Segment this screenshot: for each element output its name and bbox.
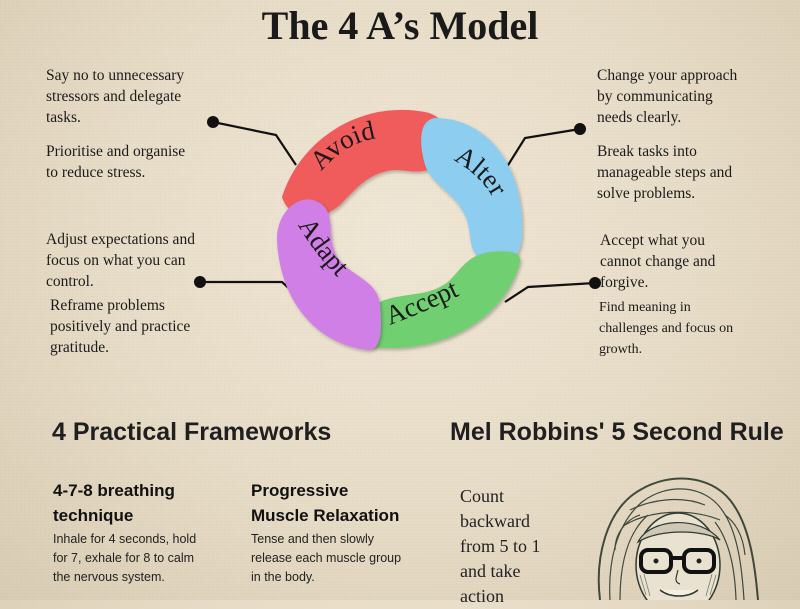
adapt-description-1: Adjust expectations and focus on what yo… [46,229,246,292]
alter-segment [421,118,523,268]
adapt-description-2: Reframe problems positively and practice… [50,295,250,358]
accept-dot [589,277,601,289]
text-line: release each muscle group [251,551,402,565]
text-line: control. [46,273,94,290]
text-line: stressors and delegate [46,88,182,105]
accept-connector [504,281,596,303]
text-line: forgive. [600,274,649,291]
text-line: cannot change and [600,253,716,270]
text-line: the nervous system. [53,570,165,584]
text-line: Inhale for 4 seconds, hold [53,532,197,546]
avoid-segment [282,109,446,217]
avoid-description-2: Prioritise and organise to reduce stress… [46,141,246,183]
text-line: gratitude. [50,339,109,356]
accept-description-1: Accept what you cannot change and forgiv… [600,230,795,293]
text-line: positively and practice [50,318,191,335]
framework-desc-pmr: Tense and then slowly release each muscl… [251,530,431,587]
avoid-connector [212,120,297,166]
text-line: Adjust expectations and [46,231,195,248]
text-line: Progressive [251,481,349,500]
text-line: Find meaning in [599,300,691,315]
text-line: solve problems. [597,185,696,202]
text-line: growth. [599,342,643,357]
alter-description-1: Change your approach by communicating ne… [597,65,797,128]
text-line: 4-7-8 breathing [53,481,175,500]
accept-description-2: Find meaning in challenges and focus on … [599,297,794,360]
text-line: Say no to unnecessary [46,67,185,84]
five-second-rule-heading: Mel Robbins' 5 Second Rule [450,418,784,446]
text-line: focus on what you can [46,252,186,269]
five-second-rule-text: Count backward from 5 to 1 and take acti… [460,484,570,609]
text-line: and take [460,561,521,581]
alter-connector [504,127,581,171]
framework-desc-breathing: Inhale for 4 seconds, hold for 7, exhale… [53,530,238,587]
text-line: Break tasks into [597,143,697,160]
framework-title-breathing: 4-7-8 breathing technique [53,478,233,528]
accept-segment [358,251,521,349]
text-line: Count [460,486,505,506]
text-line: for 7, exhale for 8 to calm [53,551,195,565]
text-line: Muscle Relaxation [251,506,400,525]
adapt-segment [276,199,381,350]
text-line: action [460,586,504,606]
text-line: Reframe problems [50,297,165,314]
text-line: Change your approach [597,67,738,84]
alter-description-2: Break tasks into manageable steps and so… [597,141,797,204]
text-line: manageable steps and [597,164,733,181]
text-line: from 5 to 1 [460,536,541,556]
text-line: Prioritise and organise [46,143,186,160]
text-line: challenges and focus on [599,321,734,336]
portrait-sketch-icon [597,477,759,600]
adapt-dot [194,276,206,288]
text-line: Tense and then slowly [251,532,374,546]
text-line: needs clearly. [597,109,682,126]
text-line: tasks. [46,109,81,126]
portrait-illustration [580,470,780,600]
text-line: backward [460,511,530,531]
avoid-dot [207,116,219,128]
connector-lines [200,120,596,303]
text-line: technique [53,506,134,525]
text-line: by communicating [597,88,713,105]
text-line: to reduce stress. [46,164,146,181]
framework-title-pmr: Progressive Muscle Relaxation [251,478,431,528]
alter-dot [574,123,586,135]
connector-dots [194,116,601,289]
page-title: The 4 A’s Model [261,3,539,48]
frameworks-heading: 4 Practical Frameworks [52,418,332,446]
text-line: in the body. [251,570,315,584]
avoid-description-1: Say no to unnecessary stressors and dele… [46,65,246,128]
text-line: Accept what you [600,232,706,249]
